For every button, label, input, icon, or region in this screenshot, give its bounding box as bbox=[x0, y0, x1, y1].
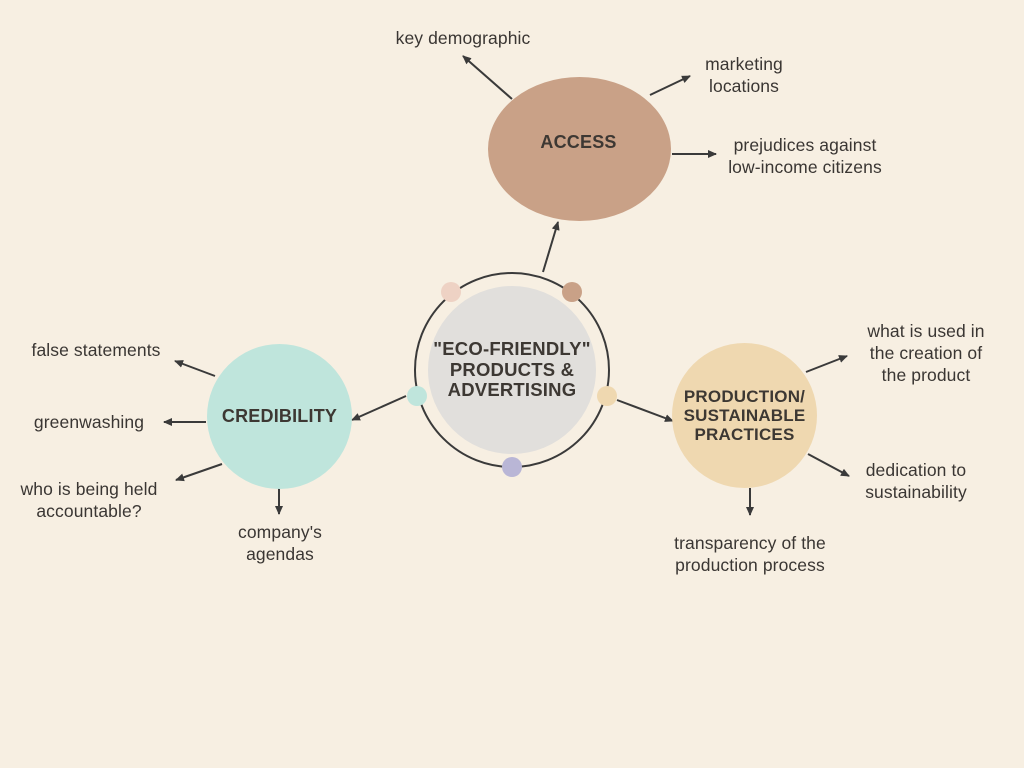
ring-dot-sand bbox=[597, 386, 617, 406]
access-node-label: ACCESS bbox=[540, 131, 617, 152]
leaf-key-demographic: key demographic bbox=[395, 28, 531, 48]
credibility-node-label: CREDIBILITY bbox=[221, 406, 338, 427]
credibility-node: CREDIBILITY bbox=[207, 344, 352, 489]
ring-dot-lavender bbox=[502, 457, 522, 477]
arrow-to-key-demographic bbox=[462, 55, 513, 100]
leaf-what-is-used: what is used in the creation of the prod… bbox=[867, 321, 985, 385]
ring-dot-tan bbox=[562, 282, 582, 302]
center-node-label: "ECO-FRIENDLY" PRODUCTS & ADVERTISING bbox=[433, 337, 591, 401]
leaf-transparency: transparency of the production process bbox=[674, 533, 826, 575]
leaf-agendas: company's agendas bbox=[238, 522, 322, 564]
ring-dot-mint bbox=[407, 386, 427, 406]
production-node: PRODUCTION/ SUSTAINABLE PRACTICES bbox=[672, 343, 817, 488]
arrow-to-false-statements bbox=[174, 360, 216, 377]
ring-dot-pink bbox=[441, 282, 461, 302]
leaf-prejudices: prejudices against low-income citizens bbox=[728, 135, 882, 177]
center-node: "ECO-FRIENDLY" PRODUCTS & ADVERTISING bbox=[428, 286, 596, 454]
leaf-marketing-locations: marketing locations bbox=[705, 54, 783, 96]
production-node-label: PRODUCTION/ SUSTAINABLE PRACTICES bbox=[683, 386, 806, 445]
arrow-to-dedication bbox=[807, 453, 850, 477]
leaf-accountable: who is being held accountable? bbox=[20, 479, 158, 521]
arrow-center-to-access bbox=[542, 221, 560, 273]
arrow-to-accountable bbox=[175, 463, 223, 482]
arrow-center-to-production bbox=[616, 399, 674, 422]
leaf-false-statements: false statements bbox=[31, 340, 161, 360]
arrow-center-to-credibility bbox=[351, 395, 407, 421]
leaf-greenwashing: greenwashing bbox=[33, 412, 145, 432]
arrow-to-what-is-used bbox=[805, 355, 848, 373]
access-node: ACCESS bbox=[488, 77, 671, 221]
leaf-dedication: dedication to sustainability bbox=[865, 460, 967, 502]
arrow-to-marketing-locations bbox=[649, 75, 691, 96]
